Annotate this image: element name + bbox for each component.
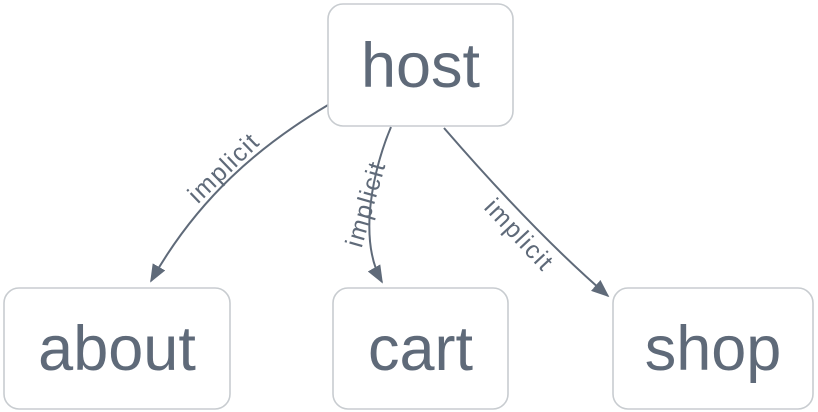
edge-label-host-cart: implicit: [340, 158, 391, 251]
node-shop-label: shop: [645, 314, 782, 384]
node-about-box[interactable]: [3, 287, 231, 410]
node-about[interactable]: about: [3, 287, 231, 410]
edge-layer: [150, 104, 610, 298]
node-host-label: host: [361, 31, 481, 101]
edge-host-cart: [367, 126, 392, 284]
node-cart[interactable]: cart: [332, 287, 509, 410]
node-cart-box[interactable]: [332, 287, 509, 410]
node-cart-label: cart: [368, 314, 474, 384]
node-about-label: about: [38, 314, 196, 384]
node-host[interactable]: host: [327, 3, 514, 127]
edge-host-about: [150, 104, 329, 283]
node-shop[interactable]: shop: [612, 287, 814, 410]
edge-label-host-shop: implicit: [479, 193, 560, 277]
edge-label-host-about: implicit: [182, 127, 265, 209]
edge-host-shop: [443, 127, 610, 298]
node-host-box[interactable]: [327, 3, 514, 127]
node-shop-box[interactable]: [612, 287, 814, 410]
